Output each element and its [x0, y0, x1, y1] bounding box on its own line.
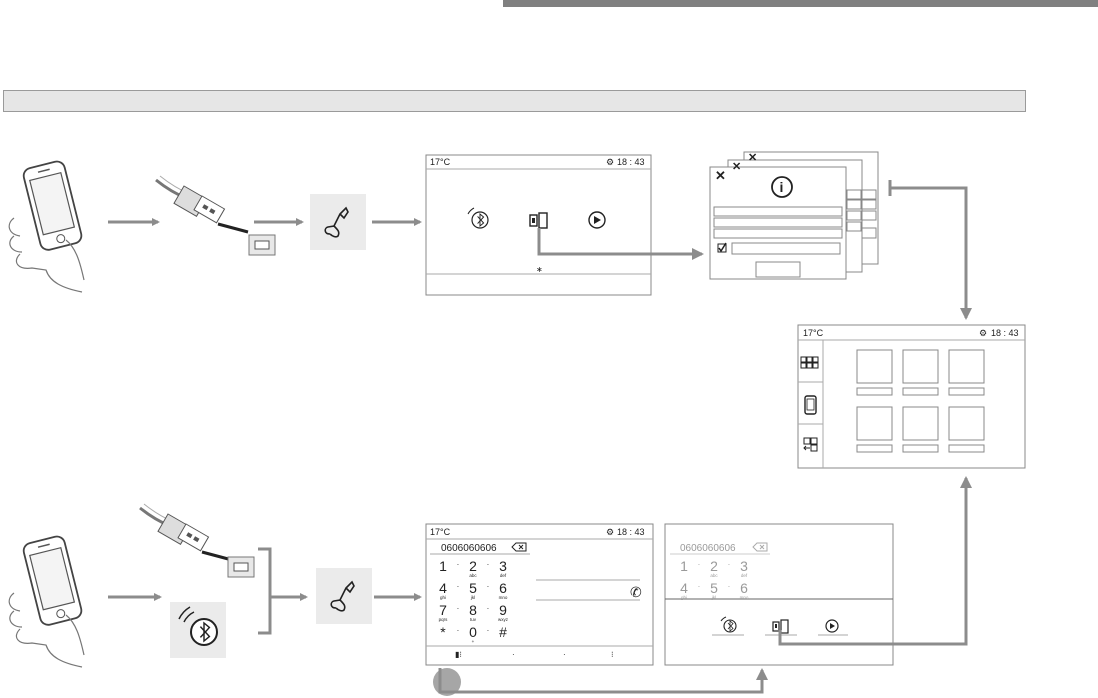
- key-9[interactable]: 9: [499, 602, 507, 618]
- backspace-icon[interactable]: [512, 543, 526, 551]
- key-3[interactable]: 3: [740, 558, 748, 574]
- key-4[interactable]: 4: [439, 580, 447, 596]
- settings-icon: ⚙: [606, 157, 614, 167]
- dialed-number-dim: 0606060606: [680, 543, 736, 554]
- key-separator: ·: [487, 604, 490, 613]
- key-7[interactable]: 7: [439, 602, 447, 618]
- key-separator: ·: [698, 582, 701, 591]
- close-icon[interactable]: ✕: [715, 168, 726, 183]
- key-letters: def: [741, 573, 748, 578]
- usb-port-icon: [249, 235, 275, 255]
- screen-top: 17°C ⚙ 18 : 43 ∗: [426, 155, 651, 295]
- backspace-icon: [753, 543, 767, 551]
- phone-handset-icon: [310, 194, 366, 250]
- svg-text:⁝: ⁝: [611, 650, 614, 659]
- key-3[interactable]: 3: [499, 558, 507, 574]
- key-separator: ·: [487, 626, 490, 635]
- bluetooth-icon: [170, 602, 226, 658]
- close-icon: ✕: [748, 152, 757, 164]
- key-6[interactable]: 6: [740, 580, 748, 596]
- key-separator: ·: [457, 560, 460, 569]
- close-icon: ✕: [732, 161, 741, 173]
- usb-port-icon: [228, 557, 254, 577]
- screen-top-time: 18 : 43: [617, 157, 645, 167]
- key-separator: ·: [487, 560, 490, 569]
- info-dialog-stack: ✕ ✕ ✕ i: [710, 152, 878, 279]
- key-letters: jkl: [470, 595, 475, 600]
- key-letters: def: [500, 573, 507, 578]
- checkbox-icon[interactable]: [718, 243, 726, 252]
- key-hash[interactable]: #: [499, 624, 507, 640]
- smartphone-icon: [9, 160, 84, 292]
- key-5[interactable]: 5: [710, 580, 718, 596]
- screen-top-temp: 17°C: [430, 157, 451, 167]
- screen-menu-temp: 17°C: [803, 328, 824, 338]
- key-5[interactable]: 5: [469, 580, 477, 596]
- key-1[interactable]: 1: [680, 558, 688, 574]
- info-icon: i: [772, 177, 792, 197]
- settings-icon: ⚙: [606, 527, 614, 537]
- key-letters: pqrs: [439, 617, 449, 622]
- key-8[interactable]: 8: [469, 602, 477, 618]
- key-star[interactable]: *: [440, 624, 446, 640]
- mirror-screen-icon: ▮⁝: [455, 650, 462, 659]
- key-6[interactable]: 6: [499, 580, 507, 596]
- key-separator: ·: [457, 604, 460, 613]
- mirror-screen-icon[interactable]: [530, 213, 547, 228]
- key-1[interactable]: 1: [439, 558, 447, 574]
- key-letters: mno: [499, 595, 508, 600]
- bluetooth-status-icon: ∗: [536, 265, 543, 274]
- key-separator: ·: [457, 626, 460, 635]
- key-2[interactable]: 2: [710, 558, 718, 574]
- usb-plug-icon: [140, 504, 232, 560]
- key-2[interactable]: 2: [469, 558, 477, 574]
- key-letters: abc: [710, 573, 718, 578]
- screen-dialer-time: 18 : 43: [617, 527, 645, 537]
- key-letters: +: [472, 639, 475, 644]
- key-letters: wxyz: [498, 617, 509, 622]
- settings-icon: ⚙: [979, 328, 987, 338]
- arrow-9: [440, 668, 762, 692]
- key-letters: ghi: [681, 595, 687, 600]
- phone-handset-icon: [316, 568, 372, 624]
- call-icon[interactable]: ✆: [630, 584, 642, 600]
- svg-text:·: ·: [563, 650, 566, 659]
- bracket: [258, 549, 270, 633]
- key-separator: ·: [698, 560, 701, 569]
- mobile-icon[interactable]: [805, 396, 816, 414]
- svg-text:i: i: [780, 179, 784, 195]
- ok-button[interactable]: [756, 262, 800, 277]
- key-0[interactable]: 0: [469, 624, 477, 640]
- dialed-number: 0606060606: [441, 543, 497, 554]
- screen-menu-time: 18 : 43: [991, 328, 1019, 338]
- key-separator: ·: [487, 582, 490, 591]
- key-separator: ·: [728, 560, 731, 569]
- screen-dialer-temp: 17°C: [430, 527, 451, 537]
- key-separator: ·: [457, 582, 460, 591]
- key-4[interactable]: 4: [680, 580, 688, 596]
- screen-dialer: 17°C ⚙ 18 : 43 0606060606 1 · 2abc · 3def 4gh…: [426, 524, 653, 665]
- screen-menu: 17°C ⚙ 18 : 43: [798, 325, 1025, 468]
- key-letters: tuv: [470, 617, 477, 622]
- svg-text:·: ·: [512, 650, 515, 659]
- smartphone-icon: [9, 535, 84, 667]
- key-letters: ghi: [440, 595, 446, 600]
- key-separator: ·: [728, 582, 731, 591]
- arrow-5: [890, 188, 966, 318]
- key-letters: jkl: [711, 595, 716, 600]
- key-letters: abc: [469, 573, 477, 578]
- usb-plug-icon: [156, 176, 248, 232]
- key-letters: mno: [740, 595, 749, 600]
